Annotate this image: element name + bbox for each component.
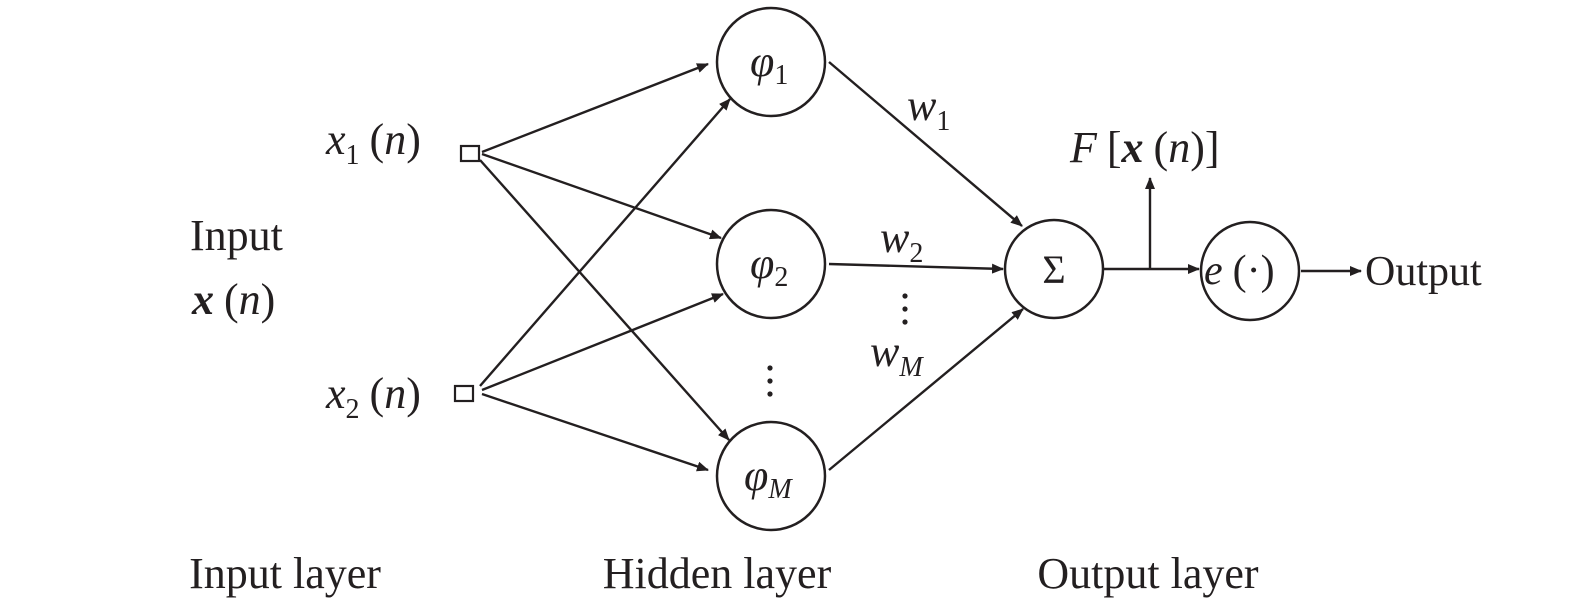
phiM-label: φM bbox=[744, 451, 793, 505]
input-to-hidden-edges bbox=[479, 62, 731, 472]
weight-ellipsis bbox=[902, 293, 908, 325]
sum-node bbox=[1003, 218, 1105, 320]
hidden-node-phiM bbox=[715, 420, 827, 532]
input-node-x2 bbox=[453, 384, 475, 403]
phi2-label: φ2 bbox=[750, 239, 788, 293]
weight-w1-label: w1 bbox=[907, 81, 950, 137]
edge-phiM-sum bbox=[828, 308, 1024, 471]
activation-node bbox=[1199, 220, 1301, 322]
hidden-to-sum-edges bbox=[828, 61, 1024, 471]
output-label: Output bbox=[1365, 249, 1482, 295]
sum-symbol: Σ bbox=[1042, 247, 1065, 292]
edge-x2-phi2 bbox=[481, 292, 724, 392]
layer-label-hidden: Hidden layer bbox=[603, 549, 832, 598]
network-output-label: F[x(n)] bbox=[1069, 123, 1220, 172]
input-label-x1: x1(n) bbox=[325, 115, 421, 171]
layer-label-input: Input layer bbox=[189, 549, 381, 598]
activation-label: e(·) bbox=[1204, 248, 1275, 294]
hidden-node-phi2 bbox=[715, 208, 827, 320]
output-edges bbox=[1103, 177, 1362, 276]
edge-x2-phi1 bbox=[479, 98, 731, 387]
phi1-label: φ1 bbox=[750, 37, 788, 91]
hidden-ellipsis bbox=[767, 365, 773, 397]
input-label-x2: x2(n) bbox=[325, 369, 421, 425]
edge-x2-phiM bbox=[481, 392, 709, 472]
edge-phi1-sum bbox=[828, 61, 1023, 227]
weight-wM-label: wM bbox=[870, 327, 924, 383]
input-title: Input bbox=[190, 211, 283, 260]
layer-label-output: Output layer bbox=[1037, 549, 1259, 598]
weight-w2-label: w2 bbox=[880, 213, 923, 269]
edge-phi2-sum bbox=[828, 262, 1004, 274]
edge-x1-phi1 bbox=[481, 62, 709, 154]
edge-x1-phi2 bbox=[481, 152, 722, 240]
hidden-node-phi1 bbox=[715, 6, 827, 118]
input-vector-label: x(n) bbox=[191, 275, 275, 324]
edge-x1-phiM bbox=[479, 159, 730, 441]
input-node-x1 bbox=[459, 144, 481, 163]
